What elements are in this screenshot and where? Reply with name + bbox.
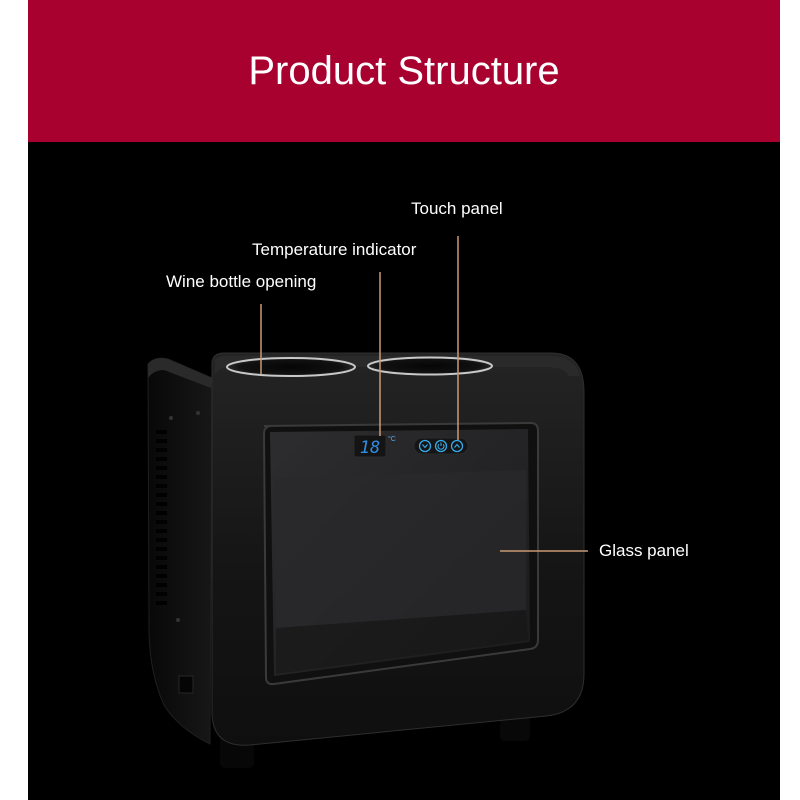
bottle-opening-right xyxy=(367,356,493,376)
bottle-opening-left xyxy=(226,357,356,377)
callout-wine-bottle-opening: Wine bottle opening xyxy=(166,272,317,291)
glass-door xyxy=(262,421,539,686)
page-frame: Product Structure xyxy=(28,0,780,800)
touch-panel xyxy=(413,437,469,455)
callout-temperature-indicator: Temperature indicator xyxy=(252,240,417,259)
temperature-unit: °C xyxy=(388,435,396,443)
power-socket xyxy=(178,675,194,694)
power-button[interactable] xyxy=(434,439,448,453)
callout-glass-panel: Glass panel xyxy=(599,541,689,560)
side-vent-grille xyxy=(156,430,167,605)
wine-cooler-illustration: 18 °C xyxy=(147,236,588,768)
page-title: Product Structure xyxy=(248,49,560,93)
header-banner: Product Structure xyxy=(28,0,780,142)
callout-touch-panel: Touch panel xyxy=(411,199,503,218)
temperature-down-button[interactable] xyxy=(418,439,432,453)
temperature-value: 18 xyxy=(360,438,380,458)
temperature-up-button[interactable] xyxy=(450,439,464,453)
cooler-side-panel xyxy=(147,357,213,745)
chevron-up-icon xyxy=(454,443,460,448)
wine-bottle-openings xyxy=(226,356,493,377)
temperature-display: 18 °C xyxy=(353,434,396,458)
power-icon xyxy=(437,442,445,450)
chevron-down-icon xyxy=(422,444,428,449)
callout-leader-lines xyxy=(260,236,588,552)
